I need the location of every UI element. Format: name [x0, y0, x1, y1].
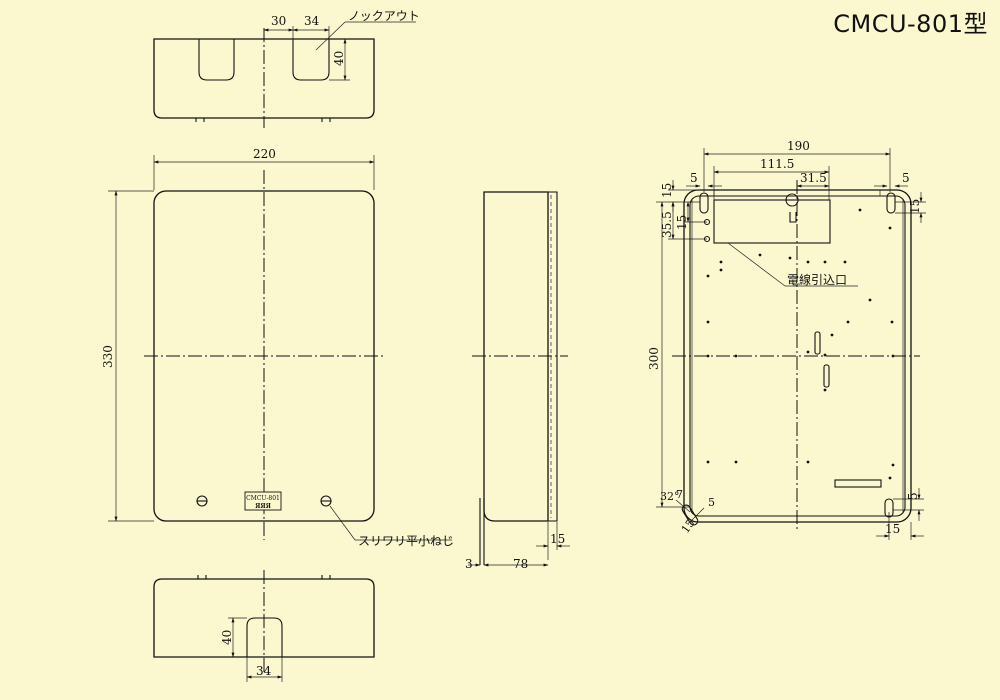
model-title: CMCU-801型: [833, 10, 988, 38]
top-view: 30 34 40 ノックアウト: [153, 9, 420, 128]
dim-back-31-5: 31.5: [800, 171, 827, 185]
dim-side-15: 15: [550, 532, 565, 546]
nameplate: CMCU-801 ЯЯЯ: [244, 491, 282, 511]
screw-left: [196, 495, 208, 507]
dim-back-300: 300: [647, 347, 661, 370]
dim-front-330: 330: [101, 345, 115, 368]
holes: [706, 208, 895, 480]
dim-back-7: 7: [676, 488, 683, 501]
mount-slot-top-right: [886, 192, 896, 214]
dim-back-5-bottom: 5: [708, 496, 715, 509]
bottom-view: 40 34: [153, 570, 375, 682]
dim-bottom-40: 40: [220, 630, 234, 645]
knockout-label: ノックアウト: [348, 9, 420, 23]
dim-front-220: 220: [253, 147, 276, 161]
dim-top-34: 34: [304, 14, 320, 28]
knockout-right: [292, 39, 330, 81]
knockout-left: [198, 39, 235, 81]
front-view: CMCU-801 ЯЯЯ 220 330 スリワリ平小ねじ: [101, 147, 454, 548]
side-view: 15 3 78: [465, 191, 570, 571]
dim-top-30: 30: [271, 14, 286, 28]
mount-slot-bottom-left: [681, 504, 699, 526]
screw-right: [320, 495, 332, 507]
dim-bottom-34: 34: [256, 664, 272, 678]
dim-side-3: 3: [465, 557, 473, 571]
keyhole: [785, 193, 799, 223]
cable-inlet-plate: [713, 199, 831, 244]
dim-back-15-bottom-right: 15: [885, 522, 900, 536]
dim-back-15-right: 15: [908, 199, 922, 214]
dim-top-40: 40: [332, 51, 346, 66]
dim-side-78: 78: [513, 557, 528, 571]
dim-back-111-5: 111.5: [760, 157, 794, 171]
cable-inlet-label: 電線引込口: [787, 272, 847, 287]
back-view: 190 111.5 31.5 5 5 15 35: [647, 139, 926, 540]
dim-back-15-left2: 15: [675, 215, 689, 230]
nameplate-model: CMCU-801: [246, 495, 280, 502]
dim-back-35-5: 35.5: [660, 211, 674, 238]
dim-back-5-bottom-right: 5: [906, 492, 920, 500]
mount-slot-top-left: [699, 192, 709, 214]
dim-back-190: 190: [787, 139, 810, 153]
nameplate-brand: ЯЯЯ: [255, 503, 272, 510]
dim-back-5-right: 5: [902, 171, 910, 185]
screw-label: スリワリ平小ねじ: [358, 534, 454, 548]
dim-back-32deg: 32°: [660, 490, 680, 503]
dim-back-5-left: 5: [690, 171, 698, 185]
dim-back-15-top-left: 15: [660, 183, 674, 198]
